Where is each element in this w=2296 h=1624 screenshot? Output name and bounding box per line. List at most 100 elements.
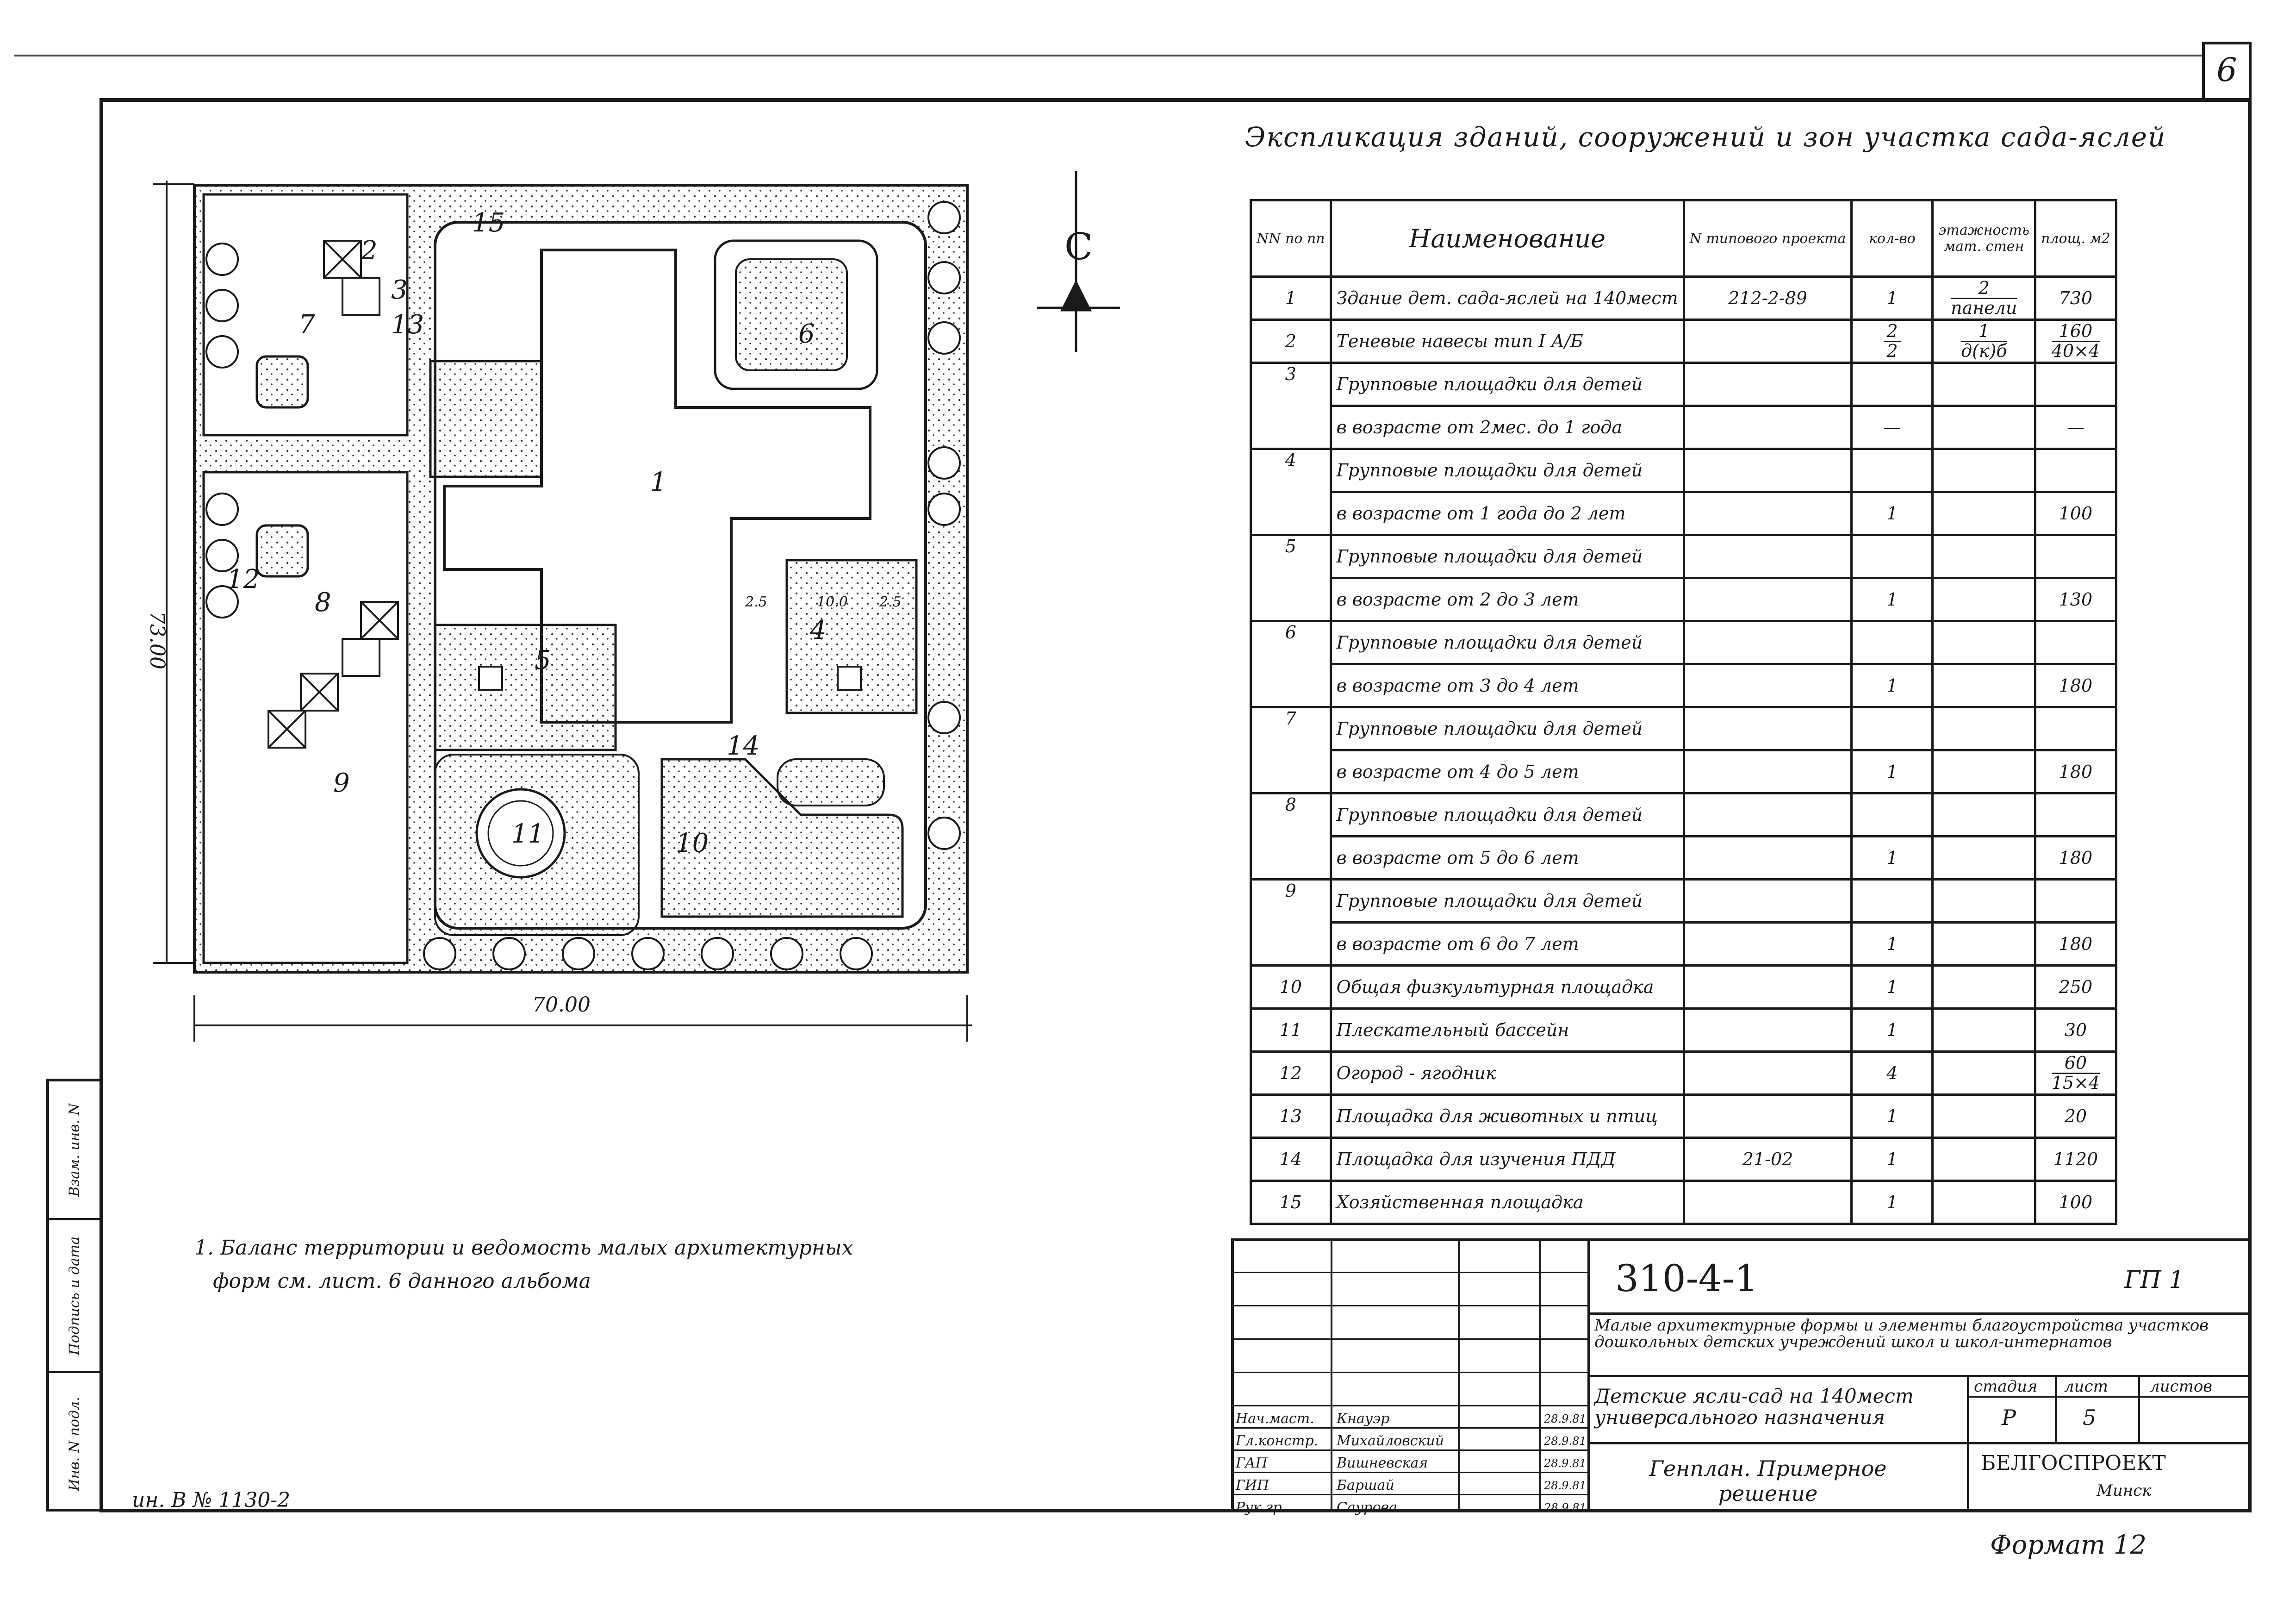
row-qty	[1850, 448, 1934, 493]
row-number: 10	[1250, 964, 1332, 1010]
row-number: 12	[1250, 1050, 1332, 1096]
small-dim-3: 2.5	[745, 594, 767, 610]
row-number: 9	[1250, 878, 1332, 923]
row-name: Здание дет. сада-яслей на 140мест	[1329, 275, 1685, 321]
row-area	[2034, 620, 2117, 665]
row-project	[1682, 534, 1853, 579]
row-floors	[1931, 534, 2037, 579]
row-number: 2	[1250, 319, 1332, 364]
plan-label-15: 15	[472, 208, 505, 238]
row-area: 180	[2034, 749, 2117, 794]
row-area: 130	[2034, 577, 2117, 622]
row-project	[1682, 491, 1853, 536]
row-area: 100	[2034, 491, 2117, 536]
format-label: Формат 12	[1990, 1530, 2147, 1560]
fraction-top: 2	[1884, 322, 1901, 342]
row-name: в возрасте от 5 до 6 лет	[1329, 835, 1685, 881]
plan-label-1: 1	[650, 467, 667, 497]
explication-table: NN по пп Наименование N типового проекта…	[1250, 199, 2117, 1225]
binding-strip: Взам. инв. N Подпись и дата Инв. N подл.	[46, 1079, 100, 1512]
row-qty: —	[1850, 405, 1934, 450]
row-project: 212-2-89	[1682, 275, 1853, 321]
row-number	[1250, 664, 1332, 708]
small-dim-1: 10.0	[817, 594, 848, 610]
row-floors	[1931, 835, 2037, 881]
row-floors	[1931, 964, 2037, 1010]
row-floors	[1931, 491, 2037, 536]
plan-label-11: 11	[511, 819, 544, 849]
stamp-date: 28.9.81	[1544, 1457, 1587, 1470]
dim-height-label: 73.00	[145, 611, 169, 669]
row-name: Групповые площадки для детей	[1329, 620, 1685, 665]
row-number: 15	[1250, 1180, 1332, 1225]
row-area: 20	[2034, 1093, 2117, 1139]
stamp-stage-label: стадия	[1974, 1377, 2038, 1396]
stamp-drawing: Генплан. Примерное решение	[1649, 1456, 1887, 1506]
stamp-role: Рук.гр.	[1236, 1499, 1286, 1516]
row-name: Общая физкультурная площадка	[1329, 964, 1685, 1010]
row-number: 6	[1250, 620, 1332, 664]
row-project	[1682, 620, 1853, 665]
row-floors	[1931, 1093, 2037, 1139]
row-project	[1682, 921, 1853, 967]
header-project: N типового проекта	[1682, 199, 1853, 278]
row-project	[1682, 362, 1853, 407]
stamp-name: Саурова	[1337, 1499, 1397, 1516]
row-area	[2034, 792, 2117, 837]
row-number	[1250, 922, 1332, 967]
row-name: Теневые навесы тип I А/Б	[1329, 319, 1685, 364]
row-number	[1250, 578, 1332, 622]
row-qty	[1850, 706, 1934, 751]
row-name: в возрасте от 2мес. до 1 года	[1329, 405, 1685, 450]
stamp-date: 28.9.81	[1544, 1412, 1587, 1425]
fraction-top: 60	[2051, 1054, 2100, 1074]
row-name: Групповые площадки для детей	[1329, 878, 1685, 924]
plan-label-5: 5	[535, 645, 551, 675]
drawing-frame	[100, 98, 2252, 1512]
row-number	[1250, 836, 1332, 881]
row-area: —	[2034, 405, 2117, 450]
row-name: Групповые площадки для детей	[1329, 792, 1685, 837]
row-floors	[1931, 1137, 2037, 1182]
row-name: в возрасте от 4 до 5 лет	[1329, 749, 1685, 794]
dimension-height	[153, 181, 194, 964]
dimension-width	[193, 995, 972, 1042]
plan-label-13: 13	[391, 310, 424, 340]
row-qty: 1	[1850, 835, 1934, 881]
row-project	[1682, 878, 1853, 924]
row-qty: 1	[1850, 275, 1934, 321]
row-name: Огород - ягодник	[1329, 1050, 1685, 1096]
strip-cell-2: Подпись и дата	[49, 1220, 100, 1373]
row-name: Групповые площадки для детей	[1329, 448, 1685, 493]
row-qty: 1	[1850, 1137, 1934, 1182]
row-floors	[1931, 706, 2037, 751]
stamp-album-title: Малые архитектурные формы и элементы бла…	[1594, 1316, 2209, 1351]
row-number: 13	[1250, 1093, 1332, 1139]
row-qty	[1850, 878, 1934, 924]
fraction-top: 2	[1951, 279, 2017, 299]
row-project	[1682, 964, 1853, 1010]
row-area: 100	[2034, 1180, 2117, 1225]
stamp-sheet-label: лист	[2064, 1377, 2108, 1396]
fraction-bottom: д(к)б	[1960, 340, 2007, 361]
fraction-top: 1	[1960, 322, 2007, 342]
dim-width-label: 70.00	[532, 993, 591, 1017]
fraction-top: 160	[2051, 322, 2100, 342]
row-floors	[1931, 1007, 2037, 1053]
row-floors	[1931, 362, 2037, 407]
header-no: NN по пп	[1250, 199, 1332, 278]
plan-label-6: 6	[798, 319, 815, 349]
